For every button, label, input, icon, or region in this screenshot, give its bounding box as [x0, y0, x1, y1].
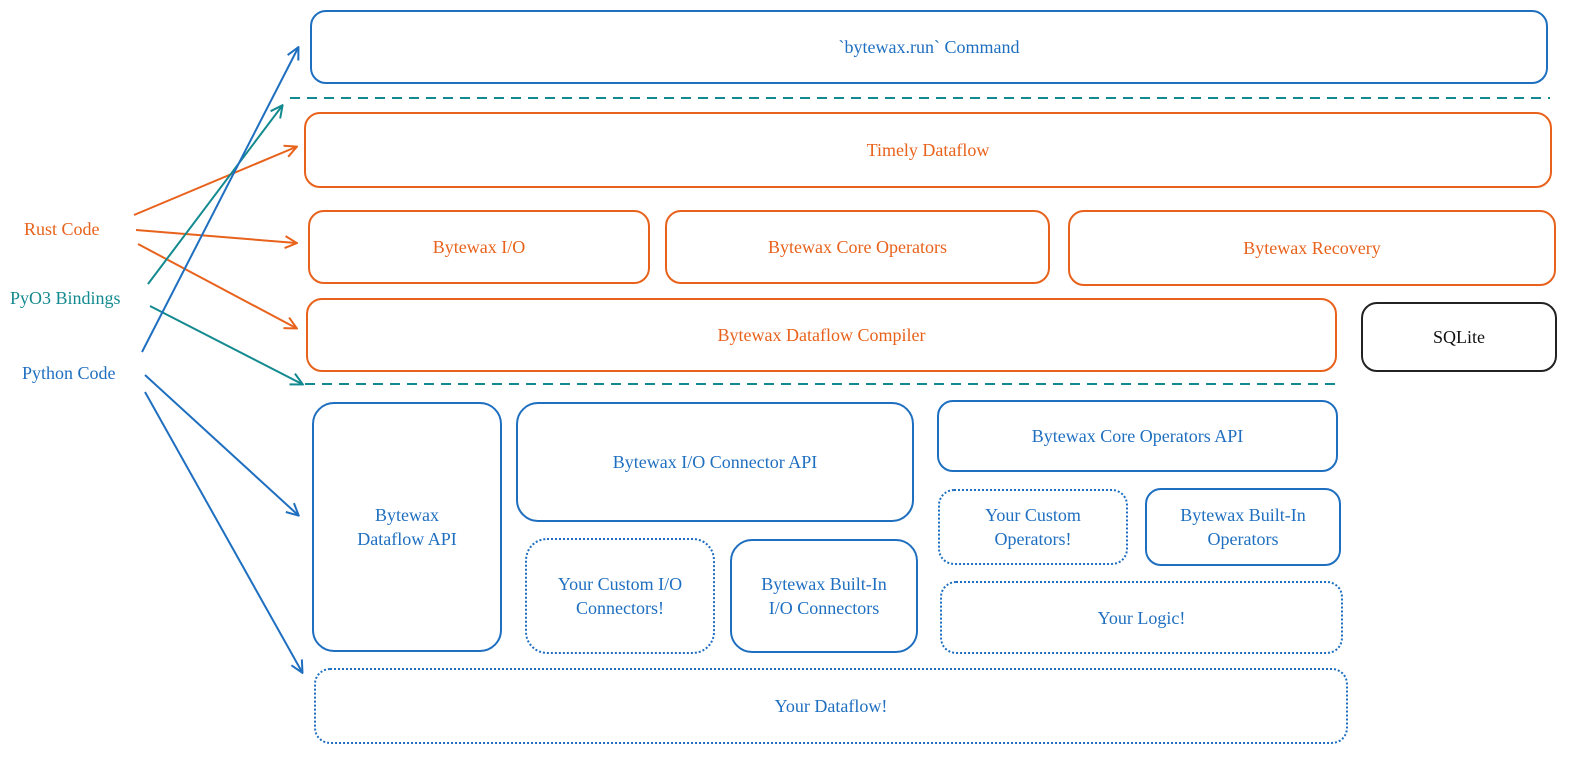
arrow-python-to-run-command: [141, 48, 298, 353]
arrow-rust-to-io: [135, 229, 296, 243]
bytewax-builtin-io-connectors-label: Bytewax Built-In I/O Connectors: [761, 574, 887, 618]
bytewax-recovery-label: Bytewax Recovery: [1243, 238, 1381, 258]
your-custom-operators-box: Your Custom Operators!: [938, 489, 1128, 565]
sqlite-label: SQLite: [1433, 327, 1485, 347]
bytewax-core-operators-label: Bytewax Core Operators: [768, 237, 947, 257]
legend-rust-code: Rust Code: [24, 219, 100, 239]
your-dataflow-box: Your Dataflow!: [314, 668, 1348, 744]
bytewax-io-connector-api-box: Bytewax I/O Connector API: [516, 402, 914, 522]
bytewax-builtin-operators-box: Bytewax Built-In Operators: [1145, 488, 1341, 566]
bytewax-io-connector-api-label: Bytewax I/O Connector API: [612, 452, 818, 472]
your-custom-operators-label: Your Custom Operators!: [985, 505, 1081, 549]
arrow-pyo3-to-separator-bottom: [149, 305, 302, 384]
bytewax-io-label: Bytewax I/O: [432, 237, 526, 257]
bytewax-core-operators-api-label: Bytewax Core Operators API: [1031, 426, 1244, 446]
your-logic-label: Your Logic!: [1097, 607, 1186, 628]
legend-python-code: Python Code: [22, 363, 116, 383]
sqlite-box: SQLite: [1361, 302, 1557, 372]
timely-dataflow-box: Timely Dataflow: [304, 112, 1552, 188]
arrow-python-to-your-dataflow: [144, 391, 302, 672]
arrow-python-to-dataflow-api: [144, 374, 298, 515]
bytewax-dataflow-compiler-label: Bytewax Dataflow Compiler: [717, 325, 926, 345]
your-logic-box: Your Logic!: [940, 581, 1343, 654]
legend-pyo3-bindings: PyO3 Bindings: [10, 288, 121, 308]
bytewax-builtin-operators-label: Bytewax Built-In Operators: [1180, 505, 1306, 549]
bytewax-core-operators-api-box: Bytewax Core Operators API: [937, 400, 1338, 472]
arrow-rust-to-compiler: [137, 243, 296, 328]
run-command-box: `bytewax.run` Command: [310, 10, 1548, 84]
timely-dataflow-label: Timely Dataflow: [866, 140, 990, 160]
bytewax-io-box: Bytewax I/O: [308, 210, 650, 284]
run-command-label: `bytewax.run` Command: [838, 37, 1020, 57]
bytewax-dataflow-compiler-box: Bytewax Dataflow Compiler: [306, 298, 1337, 372]
your-custom-io-connectors-box: Your Custom I/O Connectors!: [525, 538, 715, 654]
bytewax-recovery-box: Bytewax Recovery: [1068, 210, 1556, 286]
your-custom-io-connectors-label: Your Custom I/O Connectors!: [557, 574, 683, 618]
bytewax-builtin-io-connectors-box: Bytewax Built-In I/O Connectors: [730, 539, 918, 653]
arrow-pyo3-to-separator-top: [147, 106, 282, 285]
your-dataflow-label: Your Dataflow!: [774, 696, 888, 716]
bytewax-core-operators-box: Bytewax Core Operators: [665, 210, 1050, 284]
bytewax-dataflow-api-box: Bytewax Dataflow API: [312, 402, 502, 652]
arrow-rust-to-timely: [133, 147, 296, 216]
bytewax-dataflow-api-label: Bytewax Dataflow API: [357, 505, 457, 549]
